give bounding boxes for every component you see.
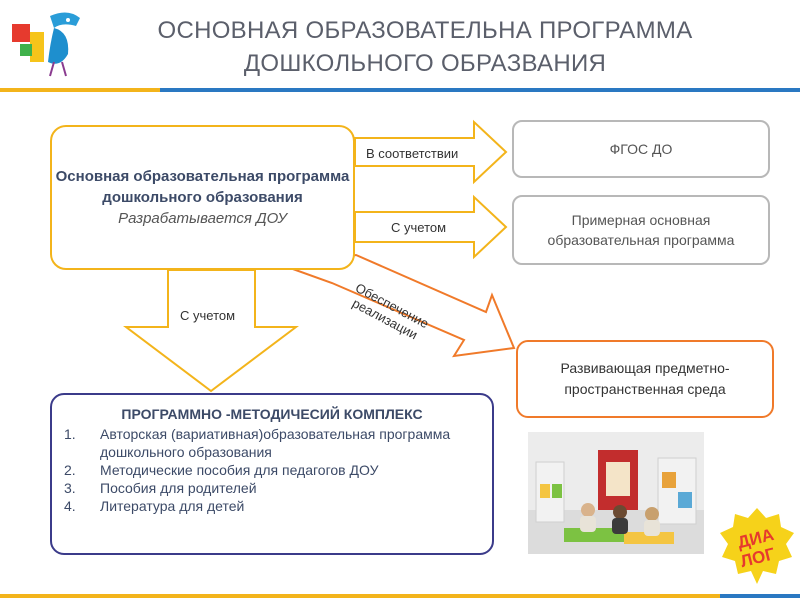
list-item: 3. Пособия для родителей xyxy=(64,479,480,497)
photo-shelf-right xyxy=(657,457,697,525)
fgos-box: ФГОС ДО xyxy=(512,120,770,178)
photo-theatre-window xyxy=(606,462,630,496)
list-item: 2. Методические пособия для педагогов ДОУ xyxy=(64,461,480,479)
page-title: ОСНОВНАЯ ОБРАЗОВАТЕЛЬНА ПРОГРАММА ДОШКОЛ… xyxy=(95,14,755,80)
logo-bird-body xyxy=(48,28,69,64)
logo-leg-left xyxy=(49,61,55,77)
list-item-text: Пособия для родителей xyxy=(100,480,257,496)
list-item-number: 4. xyxy=(64,498,76,514)
photo-child-1-body xyxy=(580,516,596,532)
environment-label: Развивающая предметно-пространственная с… xyxy=(560,360,730,397)
arrow-label-considering-right: С учетом xyxy=(391,220,447,235)
list-item-number: 3. xyxy=(64,480,76,496)
arrow-implementation xyxy=(286,253,516,358)
list-item-text: Методические пособия для педагогов ДОУ xyxy=(100,462,379,478)
sample-program-label: Примерная основная образовательная прогр… xyxy=(547,212,735,248)
page-title-line-2: ДОШКОЛЬНОГО ОБРАЗВАНИЯ xyxy=(243,50,607,77)
photo-mat-yellow xyxy=(624,532,674,544)
logo-bar-yellow xyxy=(30,32,44,62)
photo-box-yellow xyxy=(540,484,550,498)
methodical-complex-box: ПРОГРАММНО -МЕТОДИЧЕСИЙ КОМПЛЕКС 1. Автор… xyxy=(50,393,494,555)
photo-box-green xyxy=(552,484,562,498)
footer-rule-blue xyxy=(720,594,800,598)
footer-rule-gold xyxy=(0,594,720,598)
methodical-complex-title: ПРОГРАММНО -МЕТОДИЧЕСИЙ КОМПЛЕКС xyxy=(121,406,423,422)
badge-star-shape xyxy=(720,508,794,584)
header-rule-gold xyxy=(0,88,160,92)
logo-square-red xyxy=(12,24,30,42)
list-item: 1. Авторская (вариативная)образовательная… xyxy=(64,425,480,461)
arrow-considering-right xyxy=(354,194,508,260)
dialog-badge-logo: ДИА ЛОГ xyxy=(720,508,794,584)
classroom-photo xyxy=(528,432,704,554)
main-program-subtitle: Разрабатывается ДОУ xyxy=(118,210,287,227)
photo-child-2-head xyxy=(613,505,627,519)
logo-square-green xyxy=(20,44,32,56)
logo-bird-head xyxy=(50,12,80,28)
logo-leg-right xyxy=(61,61,67,77)
photo-child-3-body xyxy=(644,520,660,536)
methodical-complex-list: 1. Авторская (вариативная)образовательная… xyxy=(64,425,480,515)
photo-child-2-body xyxy=(612,518,628,534)
photo-box-orange xyxy=(662,472,676,488)
environment-box: Развивающая предметно-пространственная с… xyxy=(516,340,774,418)
logo-bird-eye xyxy=(66,18,70,22)
list-item-text: Авторская (вариативная)образовательная п… xyxy=(100,426,451,460)
arrow-considering-down xyxy=(123,269,299,393)
list-item-text: Литература для детей xyxy=(100,498,245,514)
list-item: 4. Литература для детей xyxy=(64,497,480,515)
photo-child-1-head xyxy=(581,503,595,517)
main-program-title: Основная образовательная программа дошко… xyxy=(55,168,350,206)
photo-child-3-head xyxy=(645,507,659,521)
sample-program-box: Примерная основная образовательная прогр… xyxy=(512,195,770,265)
arrow-label-in-accordance: В соответствии xyxy=(366,146,459,161)
list-item-number: 2. xyxy=(64,462,76,478)
main-program-box: Основная образовательная программа дошко… xyxy=(50,125,355,270)
photo-box-blue xyxy=(678,492,692,508)
corner-logo xyxy=(12,12,80,77)
list-item-number: 1. xyxy=(64,426,76,442)
arrow-label-considering-down: С учетом xyxy=(180,308,236,323)
page-title-line-1: ОСНОВНАЯ ОБРАЗОВАТЕЛЬНА ПРОГРАММА xyxy=(157,17,693,44)
header-rule-blue xyxy=(160,88,800,92)
arrow-in-accordance xyxy=(354,119,508,185)
photo-mat-green xyxy=(564,528,624,542)
fgos-label: ФГОС ДО xyxy=(609,141,673,157)
